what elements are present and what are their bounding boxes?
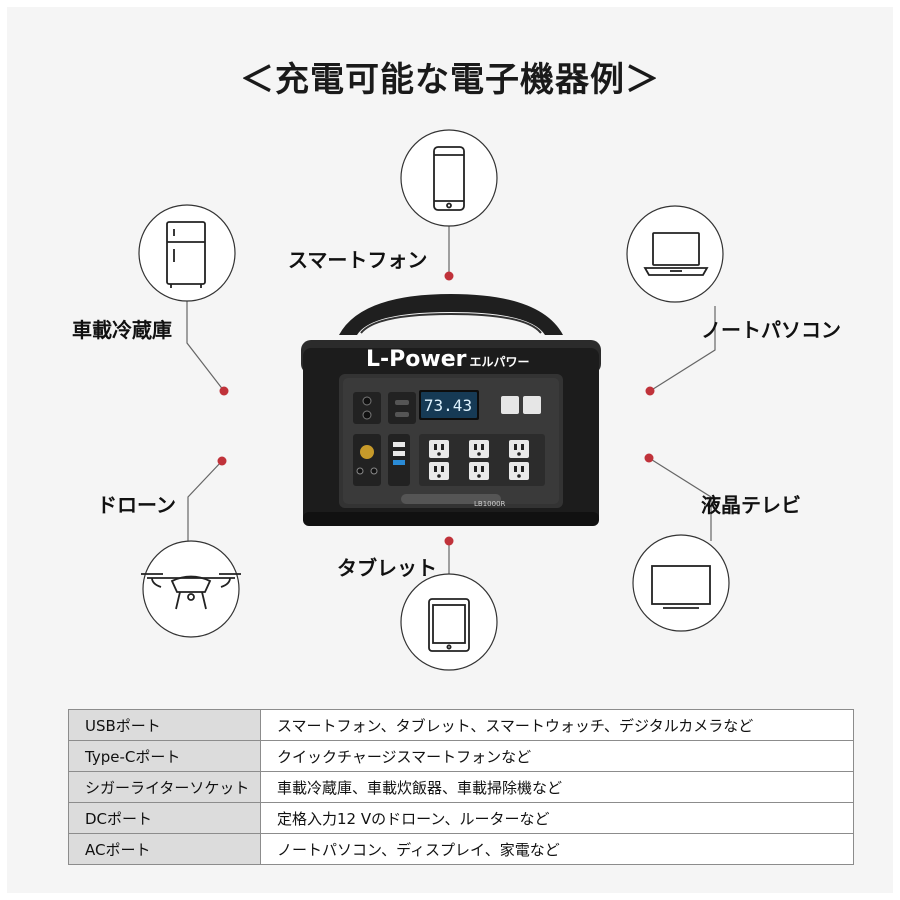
connector-dot-drone [217, 456, 227, 466]
page-title: ＜充電可能な電子機器例＞ [240, 60, 660, 100]
power-station-image [301, 294, 601, 526]
connector-dot-laptop [645, 386, 655, 396]
device-label-tablet: タブレット [337, 556, 437, 580]
port-devices: ノートパソコン、ディスプレイ、家電など [260, 833, 854, 865]
port-name: ACポート [68, 833, 261, 865]
connector-line-drone [187, 460, 223, 541]
refrigerator-icon [166, 221, 206, 288]
tablet-icon [428, 598, 470, 652]
tv-icon [651, 565, 711, 609]
connector-dot-tv [644, 453, 654, 463]
device-label-laptop: ノートパソコン [701, 318, 841, 342]
port-name: DCポート [68, 802, 261, 834]
product-display-readout: 73.43 [423, 396, 473, 415]
port-table: USBポート スマートフォン、タブレット、スマートウォッチ、デジタルカメラなど … [68, 709, 854, 865]
device-label-smartphone: スマートフォン [288, 248, 428, 272]
device-circle-tablet [400, 573, 498, 671]
port-name: Type-Cポート [68, 740, 261, 772]
product-model: LB1000R [474, 500, 506, 508]
port-name: シガーライターソケット [68, 771, 261, 803]
product-brand-sub: エルパワー [469, 355, 530, 369]
table-row: シガーライターソケット 車載冷蔵庫、車載炊飯器、車載掃除機など [68, 771, 854, 803]
device-circle-car-fridge [138, 204, 236, 302]
connector-line-laptop [649, 306, 716, 392]
device-label-tv: 液晶テレビ [701, 493, 801, 517]
connector-line-car-fridge [186, 286, 225, 392]
port-devices: スマートフォン、タブレット、スマートウォッチ、デジタルカメラなど [260, 709, 854, 741]
table-row: DCポート 定格入力12 Vのドローン、ルーターなど [68, 802, 854, 834]
device-circle-smartphone [400, 129, 498, 227]
connector-dot-smartphone [444, 271, 454, 281]
device-circle-laptop [626, 205, 724, 303]
laptop-icon [643, 232, 709, 276]
table-row: Type-Cポート クイックチャージスマートフォンなど [68, 740, 854, 772]
smartphone-icon [433, 146, 465, 211]
port-name: USBポート [68, 709, 261, 741]
table-row: ACポート ノートパソコン、ディスプレイ、家電など [68, 833, 854, 865]
connector-dot-tablet [444, 536, 454, 546]
table-row: USBポート スマートフォン、タブレット、スマートウォッチ、デジタルカメラなど [68, 709, 854, 741]
connector-dot-car-fridge [219, 386, 229, 396]
device-label-car-fridge: 車載冷蔵庫 [72, 318, 172, 342]
port-devices: 車載冷蔵庫、車載炊飯器、車載掃除機など [260, 771, 854, 803]
connector-line-tv [648, 457, 712, 541]
device-circle-drone [142, 540, 240, 638]
device-label-drone: ドローン [97, 493, 176, 517]
port-devices: 定格入力12 Vのドローン、ルーターなど [260, 802, 854, 834]
port-devices: クイックチャージスマートフォンなど [260, 740, 854, 772]
drone-icon [141, 573, 241, 610]
device-circle-tv [632, 534, 730, 632]
product-brand-name: L-Power [366, 347, 467, 372]
